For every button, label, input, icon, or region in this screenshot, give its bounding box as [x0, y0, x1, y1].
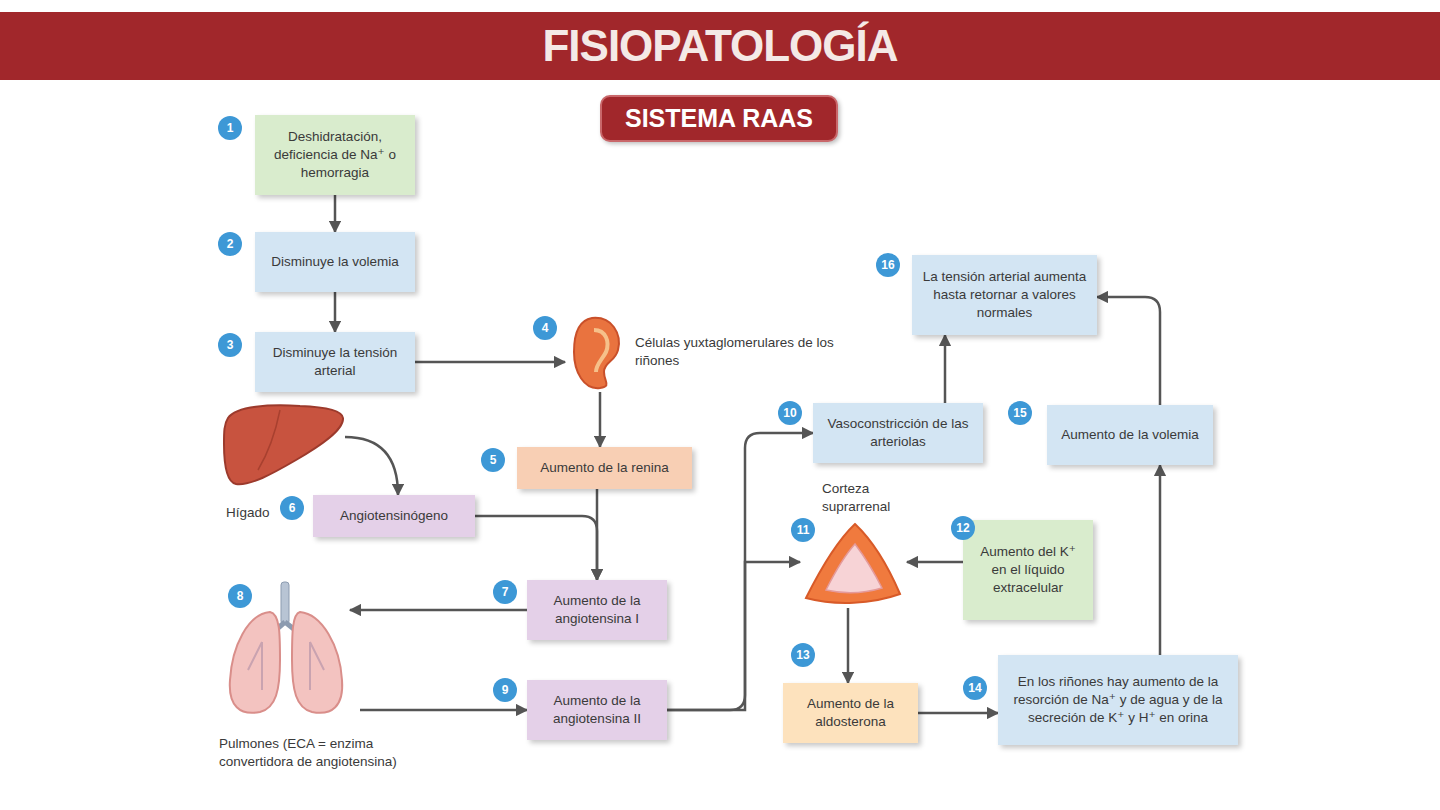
flow-arrow	[596, 489, 599, 580]
flow-arrow	[1097, 297, 1160, 405]
process-box: Deshidratación, deficiencia de Na⁺ o hem…	[255, 115, 415, 195]
section-badge: SISTEMA RAAS	[600, 95, 838, 142]
process-box: Aumento de la renina	[517, 447, 692, 489]
callout-number: 6	[280, 496, 304, 520]
node-text: Pulmones (ECA = enzima convertidora de a…	[219, 735, 434, 771]
flow-arrow	[334, 195, 337, 232]
callout-number: 3	[218, 333, 242, 357]
kidney-illustration	[574, 318, 619, 388]
process-box: Aumento de la angiotensina II	[527, 680, 667, 740]
flow-arrow	[334, 292, 337, 332]
adrenal-illustration	[806, 524, 900, 603]
callout-number: 2	[218, 232, 242, 256]
flow-arrow	[345, 437, 398, 495]
process-box: La tensión arterial aumenta hasta retorn…	[912, 255, 1097, 335]
flow-arrow	[475, 516, 597, 580]
callout-number: 12	[951, 516, 975, 540]
flow-arrow	[907, 561, 963, 564]
process-box: Aumento de la angiotensina I	[527, 580, 667, 640]
node-text: Vasoconstricción de las arteriolas	[823, 415, 973, 451]
process-box: Vasoconstricción de las arteriolas	[813, 403, 983, 463]
organ-node: Células yuxtaglomerulares de los riñones	[565, 312, 845, 392]
node-text: Disminuye la volemia	[271, 253, 399, 271]
process-box: Aumento de la aldosterona	[783, 683, 918, 743]
process-box: Aumento del K⁺ en el líquido extracelula…	[963, 520, 1093, 620]
node-text: Aumento de la angiotensina II	[537, 692, 657, 728]
callout-number: 13	[791, 643, 815, 667]
node-text: Aumento de la volemia	[1061, 426, 1198, 444]
node-text: Aumento de la aldosterona	[793, 695, 908, 731]
flow-arrow	[847, 608, 850, 683]
liver-illustration	[224, 405, 343, 484]
node-text: Disminuye la tensión arterial	[265, 344, 405, 380]
flow-arrow	[944, 335, 947, 403]
flow-arrow	[918, 712, 998, 715]
page-title: FISIOPATOLOGÍA	[0, 12, 1440, 80]
node-text: Células yuxtaglomerulares de los riñones	[635, 334, 839, 370]
node-text: Deshidratación, deficiencia de Na⁺ o hem…	[265, 128, 405, 183]
flow-arrow	[350, 609, 527, 612]
process-box: En los riñones hay aumento de la resorci…	[998, 655, 1238, 745]
callout-number: 15	[1008, 401, 1032, 425]
process-box: Aumento de la volemia	[1047, 405, 1213, 465]
node-text: Corteza suprarrenal	[822, 480, 917, 516]
organ-node: Corteza suprarrenal	[800, 478, 925, 608]
callout-number: 14	[963, 676, 987, 700]
process-box: Disminuye la tensión arterial	[255, 332, 415, 392]
node-text: Hígado	[226, 504, 270, 522]
process-box: Disminuye la volemia	[255, 232, 415, 292]
node-text: Angiotensinógeno	[340, 507, 448, 525]
node-text: Aumento del K⁺ en el líquido extracelula…	[973, 543, 1083, 598]
organ-node: Pulmones (ECA = enzima convertidora de a…	[215, 578, 450, 773]
node-text: La tensión arterial aumenta hasta retorn…	[922, 268, 1087, 323]
callout-number: 11	[791, 518, 815, 542]
flow-arrow	[360, 709, 527, 712]
callout-number: 1	[218, 116, 242, 140]
flow-arrow	[415, 361, 565, 364]
callout-number: 10	[778, 401, 802, 425]
node-text: SISTEMA RAAS	[625, 102, 813, 136]
node-text: En los riñones hay aumento de la resorci…	[1008, 673, 1228, 728]
node-text: Aumento de la angiotensina I	[537, 592, 657, 628]
callout-number: 16	[876, 253, 900, 277]
process-box: Angiotensinógeno	[313, 495, 475, 537]
callout-number: 5	[481, 448, 505, 472]
flow-arrow	[1159, 465, 1162, 655]
node-text: Aumento de la renina	[540, 459, 668, 477]
callout-number: 4	[533, 316, 557, 340]
callout-number: 8	[228, 584, 252, 608]
callout-number: 9	[493, 678, 517, 702]
flow-arrow	[667, 562, 800, 710]
callout-number: 7	[493, 580, 517, 604]
flow-arrow	[599, 392, 602, 447]
